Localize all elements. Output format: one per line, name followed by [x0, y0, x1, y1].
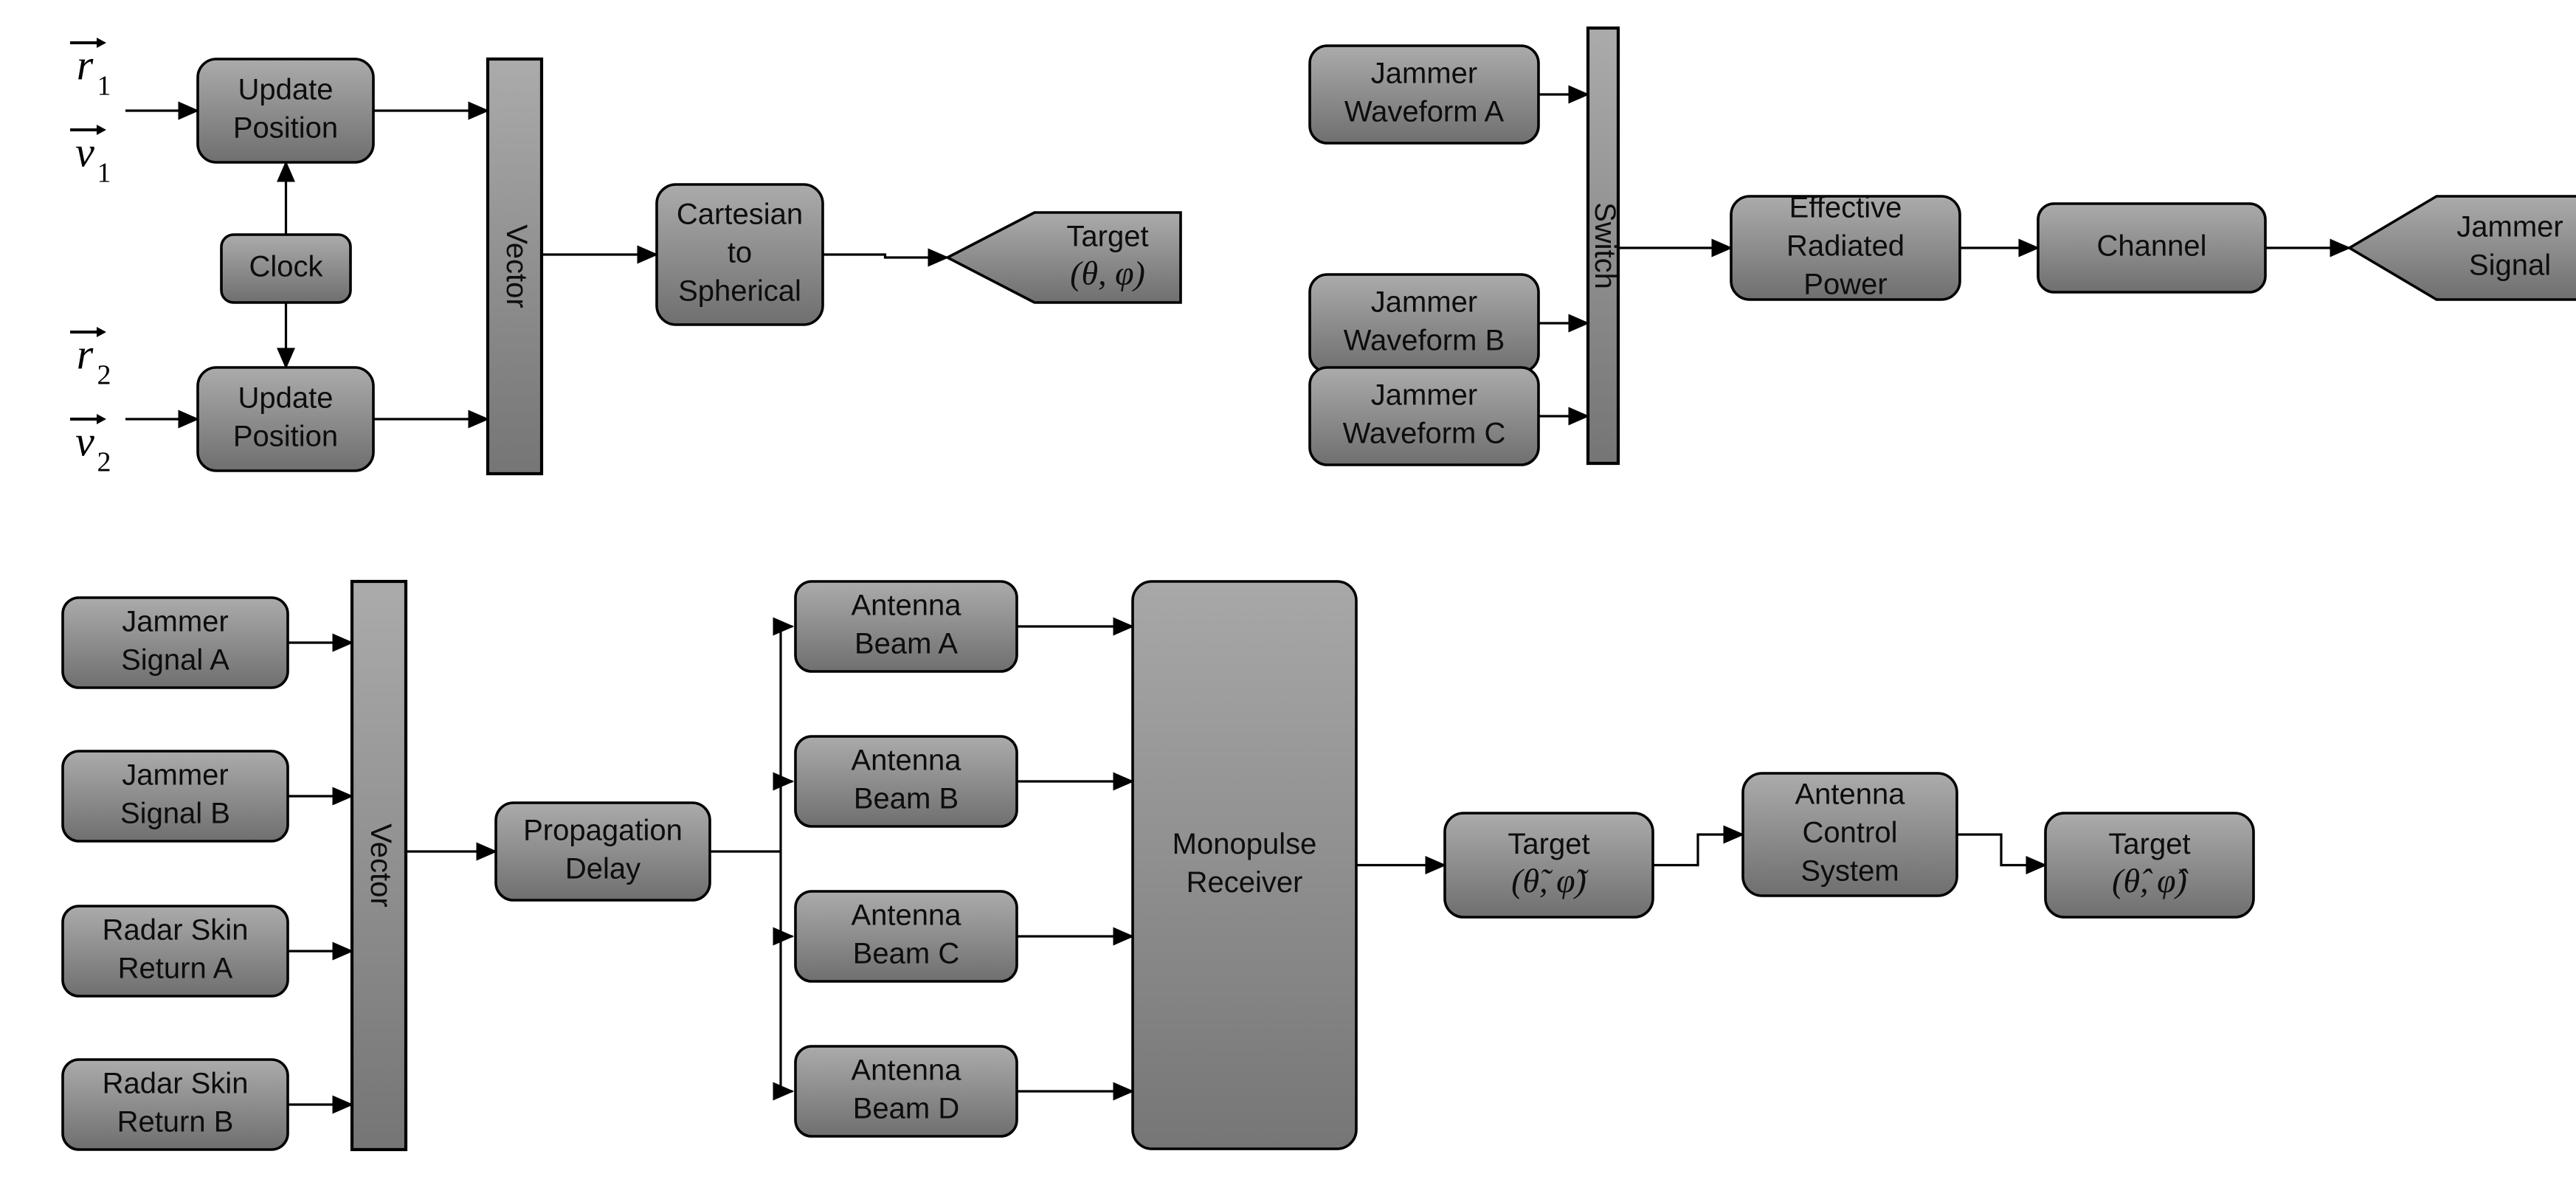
node-label-antenna-beam-d: Beam D: [853, 1093, 960, 1125]
node-clock[interactable]: Clock: [220, 233, 352, 304]
edge-antenna-control-system-to-target-estimated: [1957, 833, 2048, 874]
node-label-antenna-beam-a: Beam A: [854, 628, 958, 660]
node-label-propagation-delay: Delay: [565, 853, 640, 885]
edge-fanout-propagation-delay: [710, 617, 795, 1101]
node-label-antenna-beam-a: Antenna: [851, 590, 961, 622]
node-label-channel: Channel: [2096, 230, 2206, 263]
node-label-antenna-control-system: System: [1800, 855, 1899, 888]
node-label-radar-skin-return-a: Radar Skin: [103, 914, 249, 947]
node-label-update-position-1: Update: [238, 74, 334, 106]
node-target-measured[interactable]: Target(θ̃, φ̃): [1443, 812, 1654, 919]
node-label-vector-2: Vector: [365, 823, 397, 907]
node-label-jammer-waveform-b: Jammer: [1371, 286, 1477, 319]
node-target-estimated[interactable]: Target(θ̂, φ̂): [2044, 812, 2255, 919]
node-label-radar-skin-return-b: Radar Skin: [103, 1068, 249, 1100]
node-label-switch: Switch: [1589, 202, 1621, 289]
node-label-update-position-1: Position: [233, 112, 338, 145]
node-label-target-measured: (θ̃, φ̃): [1511, 862, 1589, 899]
node-label-jammer-waveform-a: Waveform A: [1344, 96, 1505, 128]
node-label-jammer-waveform-a: Jammer: [1371, 58, 1477, 90]
node-label-cartesian-to-spherical: to: [728, 237, 752, 269]
node-label-jammer-waveform-c: Jammer: [1371, 379, 1477, 412]
node-label-jammer-signal-a: Signal A: [121, 644, 229, 677]
node-label-clock: Clock: [249, 251, 323, 283]
edge-target-measured-to-antenna-control-system: [1653, 825, 1745, 867]
node-label-cartesian-to-spherical: Cartesian: [677, 198, 803, 231]
node-label-effective-radiated-power: Effective: [1789, 192, 1902, 224]
node-label-vector-1: Vector: [500, 224, 533, 308]
node-label-jammer-waveform-b: Waveform B: [1344, 325, 1505, 357]
node-label-jammer-waveform-c: Waveform C: [1343, 418, 1506, 450]
node-label-effective-radiated-power: Radiated: [1786, 230, 1905, 263]
node-label-radar-skin-return-a: Return A: [118, 953, 233, 985]
node-label-jammer-signal-out: Signal: [2469, 249, 2551, 282]
node-channel[interactable]: Channel: [2037, 202, 2267, 294]
node-label-jammer-signal-b: Signal B: [120, 798, 230, 830]
node-label-cartesian-to-spherical: Spherical: [678, 275, 801, 308]
vector-symbol-r1: r: [77, 41, 94, 89]
node-label-antenna-beam-c: Antenna: [851, 899, 961, 932]
vector-subscript: 2: [97, 447, 111, 478]
node-label-target-estimated: (θ̂, φ̂): [2112, 862, 2189, 899]
node-label-jammer-signal-out: Jammer: [2456, 211, 2563, 243]
node-label-target-true: (θ, φ): [1070, 255, 1145, 292]
node-label-antenna-beam-b: Beam B: [854, 783, 959, 815]
node-switch[interactable]: Switch: [1586, 26, 1621, 466]
node-label-effective-radiated-power: Power: [1803, 269, 1887, 301]
node-label-target-true: Target: [1066, 221, 1148, 253]
edge-cartesian-to-spherical-to-target-true: [823, 248, 950, 267]
node-label-radar-skin-return-b: Return B: [117, 1106, 234, 1139]
vector-subscript: 1: [97, 71, 111, 102]
vector-subscript: 2: [97, 360, 111, 391]
node-label-monopulse-receiver: Receiver: [1187, 866, 1303, 899]
edges-layer: [125, 85, 2352, 1114]
vector-symbol-r2: r: [77, 330, 94, 378]
node-target-true[interactable]: Target(θ, φ): [945, 211, 1182, 304]
node-label-monopulse-receiver: Monopulse: [1173, 828, 1317, 860]
node-label-antenna-control-system: Antenna: [1795, 778, 1905, 811]
node-label-update-position-2: Position: [233, 421, 338, 453]
vector-symbol-v2: v: [75, 417, 94, 465]
vector-symbol-v1: v: [75, 128, 94, 176]
node-label-jammer-signal-b: Jammer: [122, 759, 228, 792]
node-label-antenna-beam-b: Antenna: [851, 744, 961, 777]
node-label-update-position-2: Update: [238, 382, 334, 415]
node-vector-2[interactable]: Vector: [350, 579, 408, 1152]
node-label-antenna-control-system: Control: [1803, 817, 1898, 849]
node-label-propagation-delay: Propagation: [523, 815, 683, 847]
vector-subscript: 1: [97, 158, 111, 189]
node-label-target-estimated: Target: [2108, 828, 2190, 860]
node-vector-1[interactable]: Vector: [486, 57, 544, 476]
node-label-target-measured: Target: [1508, 828, 1589, 860]
node-label-antenna-beam-d: Antenna: [851, 1054, 961, 1087]
node-label-antenna-beam-c: Beam C: [853, 938, 960, 970]
node-label-jammer-signal-a: Jammer: [122, 606, 228, 638]
